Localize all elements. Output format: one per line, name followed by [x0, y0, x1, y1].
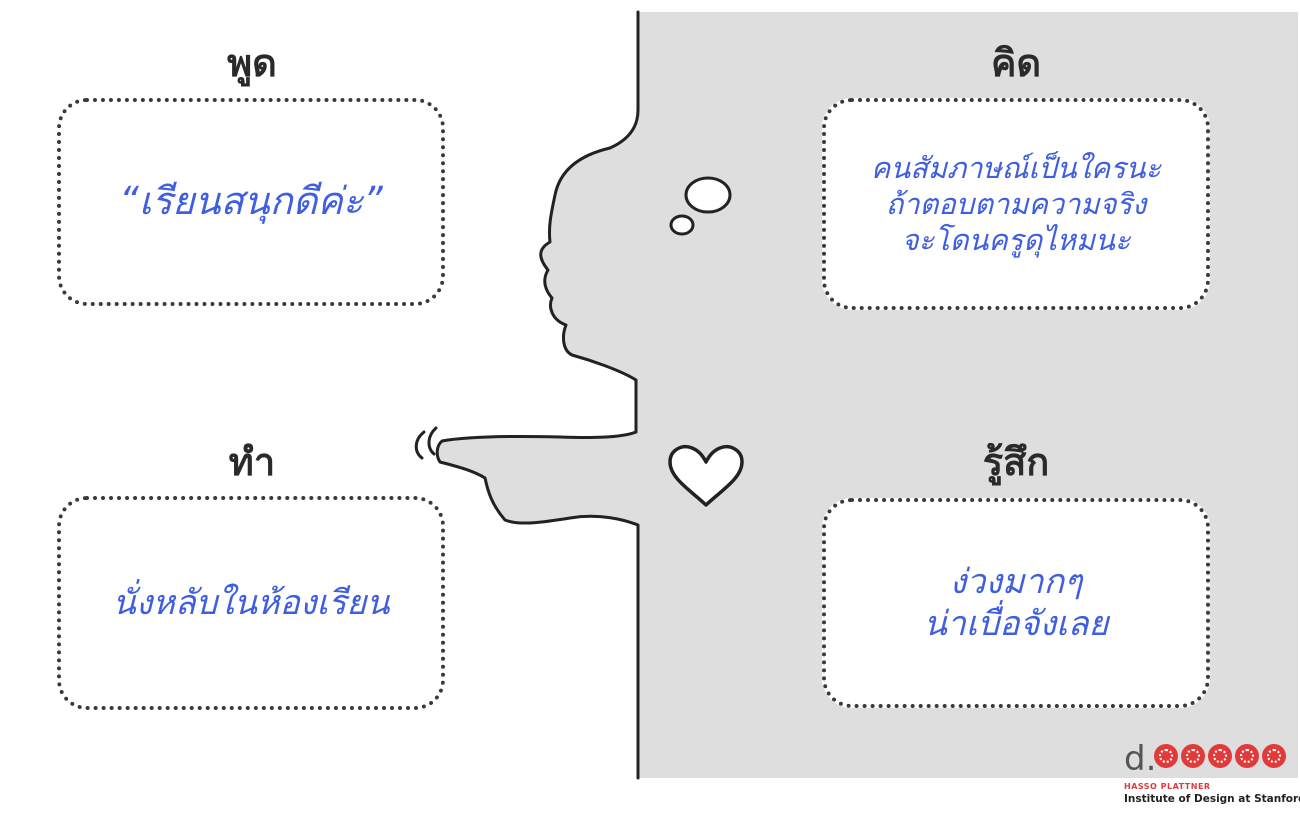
thought-bubble-small: [669, 214, 695, 236]
think-line-1: คนสัมภาษณ์เป็นใครนะ: [870, 150, 1162, 185]
say-box: “เรียนสนุกดีค่ะ”: [57, 98, 445, 306]
think-box: คนสัมภาษณ์เป็นใครนะ ถ้าตอบตามความจริง จะ…: [822, 98, 1210, 310]
do-box: นั่งหลับในห้องเรียน: [57, 496, 445, 710]
feel-heading: รู้สึก: [982, 440, 1050, 484]
heart-icon: [668, 445, 744, 507]
think-heading: คิด: [990, 41, 1042, 85]
logo-line-1: HASSO PLATTNER: [1124, 782, 1211, 791]
thought-bubble-large: [684, 176, 732, 214]
feel-box: ง่วงมากๆ น่าเบื่อจังเลย: [822, 498, 1210, 708]
dschool-logo: d. HASSO PLATTNER Institute of Design at…: [1118, 739, 1300, 812]
motion-lines: [414, 426, 438, 460]
think-line-2: ถ้าตอบตามความจริง: [885, 186, 1147, 221]
say-text: “เรียนสนุกดีค่ะ”: [119, 178, 383, 226]
think-text: คนสัมภาษณ์เป็นใครนะ ถ้าตอบตามความจริง จะ…: [871, 150, 1161, 259]
do-line-1: นั่งหลับในห้องเรียน: [112, 582, 390, 623]
feel-line-1: ง่วงมากๆ: [949, 561, 1083, 602]
feel-text: ง่วงมากๆ น่าเบื่อจังเลย: [924, 561, 1109, 646]
pointing-hand-outline: [435, 430, 640, 780]
do-heading: ทำ: [228, 440, 276, 484]
do-text: นั่งหลับในห้องเรียน: [113, 582, 390, 625]
think-line-3: จะโดนครูดุไหมนะ: [901, 223, 1131, 258]
say-heading: พูด: [227, 41, 277, 85]
say-line-1: “เรียนสนุกดีค่ะ”: [119, 179, 383, 224]
logo-mark: d.: [1124, 739, 1157, 779]
logo-circles-icon: [1154, 744, 1286, 768]
head-profile-outline: [539, 10, 640, 434]
feel-line-2: น่าเบื่อจังเลย: [923, 604, 1109, 644]
logo-line-2: Institute of Design at Stanford: [1124, 793, 1300, 805]
